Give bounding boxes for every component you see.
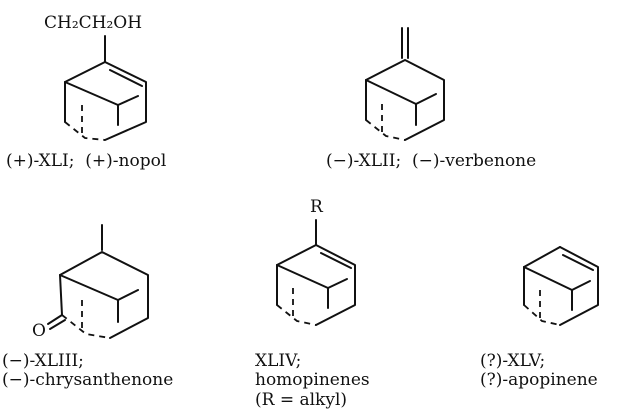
- homopinenes-double-bond: [320, 252, 352, 269]
- nopol-dashed-bottom: [64, 121, 106, 141]
- verbenone-bridge: [365, 79, 417, 105]
- chrysanthenone-methyl: [117, 289, 139, 301]
- caption-verbenone: (−)-XLII; (−)-verbenone: [326, 151, 536, 171]
- caption-homopinenes-line2: homopinenes: [255, 370, 370, 390]
- apopinene-ring-solid: [559, 246, 599, 326]
- nopol-double-bond: [109, 69, 143, 87]
- homopinenes-ring-solid: [276, 244, 356, 326]
- chrysanthenone-bridge: [59, 274, 119, 301]
- chrysanthenone-carbonyl-b: [49, 319, 66, 330]
- nopol-bridge: [64, 81, 119, 106]
- chrysanthenone-ring-solid: [59, 251, 149, 339]
- nopol-methyl: [117, 95, 139, 106]
- verbenone-methyl: [415, 93, 437, 105]
- homopinenes-dashed-bottom: [276, 304, 317, 326]
- chrysanthenone-dashed-bottom: [61, 314, 111, 339]
- structure-chrysanthenone: O: [32, 224, 149, 341]
- caption-homopinenes-line1: XLIV;: [255, 351, 301, 371]
- caption-apopinene-line2: (?)-apopinene: [480, 370, 598, 390]
- structure-nopol: CH₂CH₂OH: [44, 13, 147, 141]
- chrysanthenone-oxygen: O: [32, 321, 46, 341]
- structure-apopinene: [523, 246, 599, 326]
- caption-apopinene-line1: (?)-XLV;: [480, 351, 545, 371]
- apopinene-methyl: [571, 280, 591, 291]
- caption-nopol: (+)-XLI; (+)-nopol: [6, 151, 166, 171]
- verbenone-dashed-bottom: [365, 119, 406, 141]
- apopinene-bridge: [523, 266, 573, 291]
- caption-chrysanthenone-line2: (−)-chrysanthenone: [2, 370, 173, 390]
- apopinene-dashed-bottom: [523, 304, 561, 326]
- homopinenes-substituent: R: [310, 197, 324, 217]
- apopinene-double-bond: [562, 254, 594, 271]
- homopinenes-bridge: [276, 264, 329, 289]
- nopol-substituent: CH₂CH₂OH: [44, 13, 142, 33]
- caption-homopinenes-line3: (R = alkyl): [255, 390, 347, 410]
- nopol-ring-solid: [64, 61, 147, 141]
- chrysanthenone-carbonyl-a: [47, 314, 63, 325]
- structure-verbenone: [365, 27, 445, 141]
- homopinenes-methyl: [327, 278, 348, 289]
- structure-homopinenes: R: [276, 197, 356, 326]
- apopinene-ring-top-left: [523, 246, 561, 268]
- verbenone-ring-solid: [365, 59, 445, 141]
- chrysanthenone-ring-left: [59, 274, 63, 316]
- caption-chrysanthenone-line1: (−)-XLIII;: [2, 351, 84, 371]
